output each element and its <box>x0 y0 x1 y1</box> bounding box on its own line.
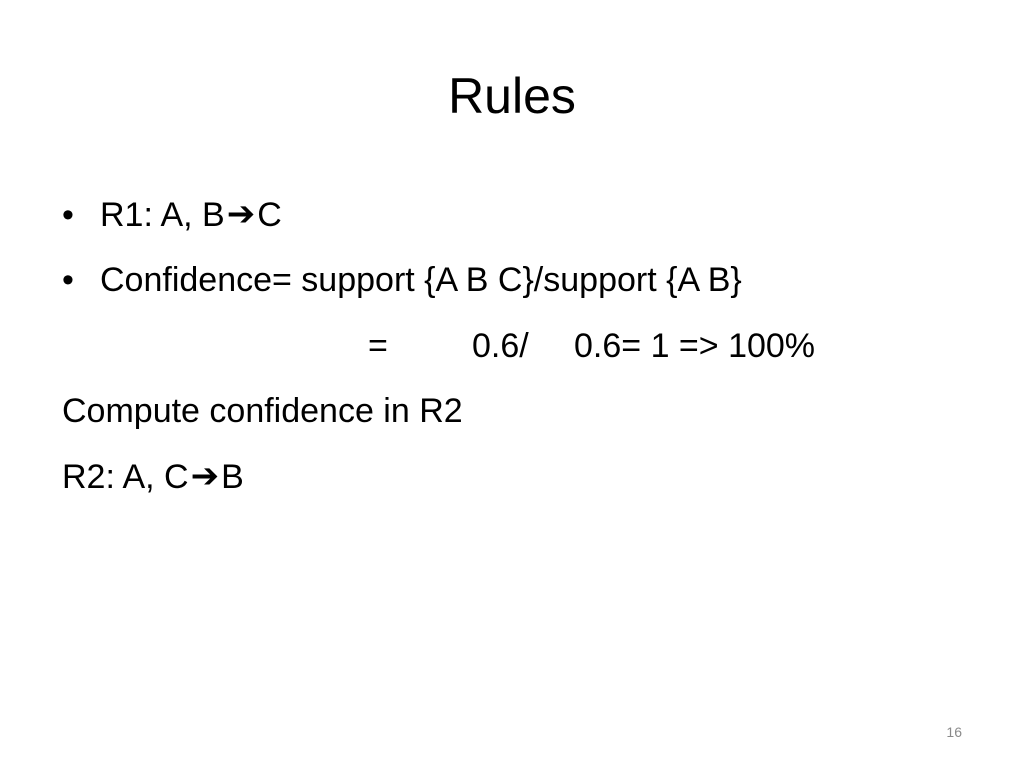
compute-prompt: Compute confidence in R2 <box>62 392 463 430</box>
bullet-marker: • <box>62 196 74 234</box>
equation-numerator: 0.6/ <box>472 327 529 365</box>
equation-equals: = <box>368 327 388 365</box>
rule-r2-antecedent: R2: A, C <box>62 458 189 496</box>
confidence-formula: Confidence= support {A B C}/support {A B… <box>100 261 742 299</box>
slide-title: Rules <box>448 68 576 124</box>
rule-r2-consequent: B <box>221 458 244 496</box>
rule-r1-antecedent: R1: A, B <box>100 196 225 234</box>
page-number: 16 <box>946 724 962 740</box>
right-arrow-icon: ➔ <box>190 457 220 495</box>
bullet-marker: • <box>62 261 74 299</box>
right-arrow-icon: ➔ <box>226 195 256 233</box>
equation-result: 0.6= 1 => 100% <box>574 327 816 365</box>
rule-r1-consequent: C <box>257 196 282 234</box>
rule-r1-line: R1: A, B➔C <box>100 195 282 235</box>
rule-r2-line: R2: A, C➔B <box>62 457 244 497</box>
